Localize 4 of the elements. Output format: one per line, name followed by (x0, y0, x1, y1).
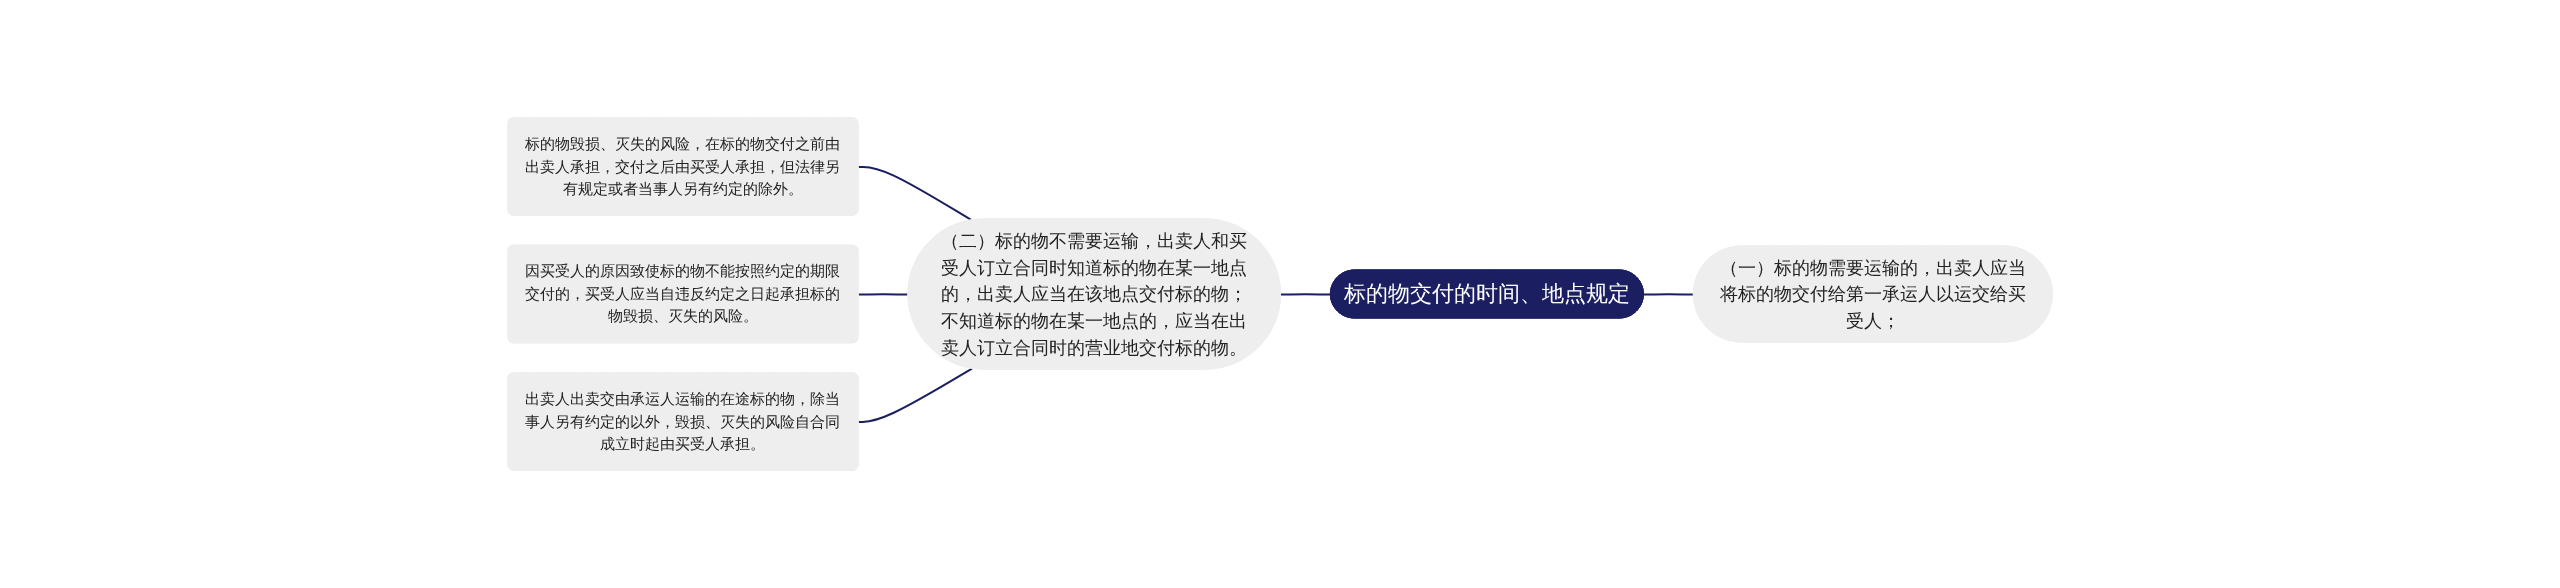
connector (1642, 293, 1695, 296)
connector (857, 165, 973, 222)
connector (1279, 293, 1332, 296)
connector (857, 367, 973, 423)
